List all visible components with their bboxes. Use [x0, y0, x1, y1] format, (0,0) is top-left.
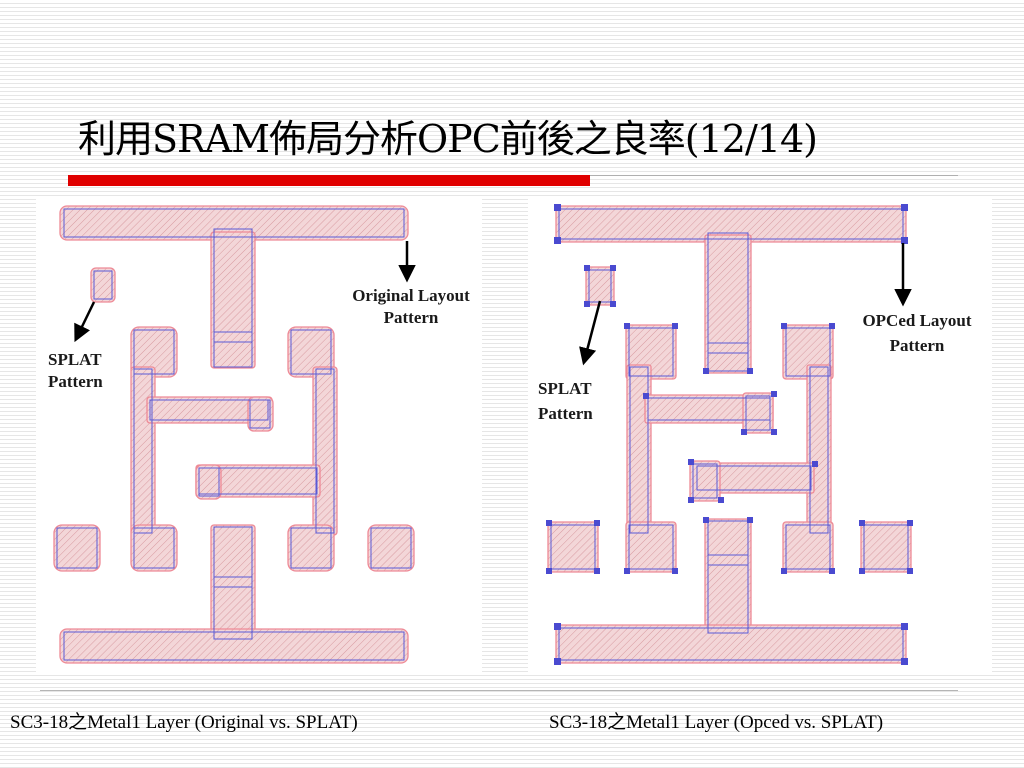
- right-lower-pad: [287, 524, 335, 572]
- label-splat-line2: Pattern: [48, 372, 103, 391]
- right-vertical-rail: [312, 366, 338, 536]
- right-upper-pad: [287, 326, 335, 378]
- caption-opced-vs-splat: SC3-18之Metal1 Layer (Opced vs. SPLAT): [549, 712, 884, 733]
- opced-layout-outlines: [550, 208, 909, 661]
- left-lower-pad: [130, 524, 178, 572]
- annotation-arrows: [579, 243, 912, 366]
- far-left-square: [547, 521, 599, 573]
- slide-title: 利用SRAM佈局分析OPC前後之良率(12/14): [78, 117, 818, 161]
- metal1-shapes: [547, 205, 912, 664]
- caption-divider: [40, 690, 958, 691]
- label-original-layout-line1: Original Layout: [352, 286, 470, 305]
- left-vertical-rail: [626, 364, 652, 536]
- far-right-square: [860, 521, 912, 573]
- far-left-square: [53, 524, 101, 572]
- original-layout-outlines: [56, 208, 412, 661]
- bottom-horizontal-bar: [555, 624, 907, 664]
- top-vertical-stem: [210, 231, 256, 369]
- label-splat-line2: Pattern: [538, 404, 593, 423]
- splat-small-square: [90, 267, 116, 303]
- left-vertical-rail: [130, 366, 156, 536]
- far-right-square: [367, 524, 415, 572]
- bottom-horizontal-bar: [59, 628, 409, 664]
- right-vertical-rail: [806, 364, 832, 536]
- opc-corner-serifs: [546, 204, 913, 665]
- label-splat-line1: SPLAT: [538, 379, 592, 398]
- right-lower-pad: [782, 521, 834, 573]
- title-underline-accent: [68, 175, 590, 186]
- label-opced-layout-line1: OPCed Layout: [862, 311, 971, 330]
- bottom-vertical-stem: [704, 518, 752, 636]
- arrow-to-splat-pattern: [74, 301, 96, 343]
- label-original-layout-line2: Pattern: [384, 308, 439, 327]
- metal1-shapes: [53, 205, 415, 664]
- figure-original-vs-splat: Original Layout Pattern SPLAT Pattern: [36, 197, 482, 673]
- top-vertical-stem: [704, 234, 752, 374]
- layout-diagram-opced: OPCed Layout Pattern SPLAT Pattern: [538, 204, 972, 665]
- left-lower-pad: [625, 521, 677, 573]
- lower-link-end-pad: [689, 460, 721, 502]
- figure-opced-vs-splat: OPCed Layout Pattern SPLAT Pattern: [528, 197, 992, 673]
- annotation-arrows: [74, 241, 416, 343]
- bottom-vertical-stem: [210, 524, 256, 642]
- label-opced-layout-line2: Pattern: [890, 336, 945, 355]
- title-underline-rule: [590, 175, 958, 176]
- upper-link-end-pad: [742, 392, 774, 434]
- caption-original-vs-splat: SC3-18之Metal1 Layer (Original vs. SPLAT): [10, 712, 358, 733]
- layout-diagram-original: Original Layout Pattern SPLAT Pattern: [48, 205, 470, 664]
- upper-link-end-pad: [247, 396, 274, 432]
- lower-link-end-pad: [195, 464, 222, 500]
- label-splat-line1: SPLAT: [48, 350, 102, 369]
- arrow-to-splat-pattern: [579, 300, 602, 366]
- splat-small-square: [585, 266, 615, 306]
